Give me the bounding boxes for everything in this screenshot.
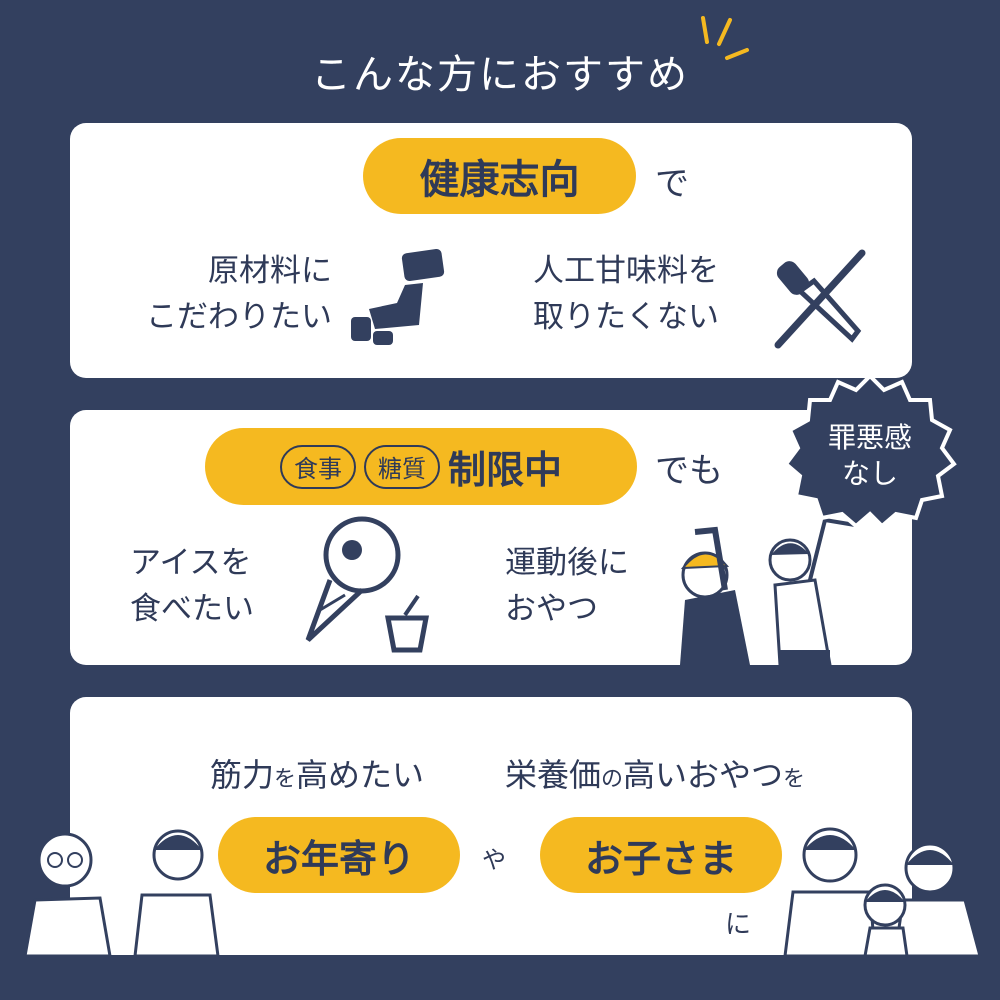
- text: の: [601, 767, 624, 792]
- tag-sugar: 糖質: [363, 444, 440, 489]
- line: おやつ: [505, 591, 598, 627]
- line: 運動後に: [505, 545, 629, 581]
- japan-map-icon: [351, 248, 445, 345]
- card3-suffix: に: [725, 910, 752, 940]
- sparkle-icon: [701, 16, 749, 60]
- line: アイスを: [130, 545, 252, 581]
- diet-suffix: でも: [655, 451, 723, 491]
- sweetener-text: 人工甘味料を 取りたくない: [533, 248, 719, 340]
- icecream-text: アイスを 食べたい: [130, 540, 254, 632]
- elderly-pill: お年寄り: [218, 817, 460, 893]
- health-pill: 健康志向: [363, 138, 636, 214]
- ingredients-text: 原材料に こだわりたい: [100, 248, 332, 340]
- diet-pill: 食事 糖質 制限中: [205, 428, 637, 505]
- no-dropper-icon: [774, 249, 866, 349]
- badge-line: なし: [841, 457, 898, 490]
- line: 原材料に: [208, 253, 332, 289]
- nutrition-text: 栄養価の高いおやつを: [505, 752, 805, 803]
- text: 栄養価: [505, 756, 602, 794]
- text: 高めたい: [296, 756, 425, 794]
- tag-meal: 食事: [279, 444, 356, 489]
- line: 食べたい: [130, 591, 254, 627]
- health-card: 健康志向 で 原材料に こだわりたい 人工甘味料を 取りたくない: [70, 123, 912, 378]
- line: 取りたくない: [533, 299, 719, 335]
- page-title: こんな方におすすめ: [311, 52, 689, 98]
- text: を: [783, 767, 806, 792]
- badge-text: 罪悪感 なし: [782, 420, 958, 492]
- badge-line: 罪悪感: [827, 421, 912, 454]
- restriction-label: 制限中: [447, 448, 562, 492]
- muscle-text: 筋力を高めたい: [210, 752, 424, 803]
- children-pill: お子さま: [540, 817, 782, 893]
- conjunction: や: [482, 846, 506, 874]
- text: 筋力: [210, 756, 275, 794]
- elderly-people-icon: [23, 829, 220, 956]
- text: を: [274, 767, 297, 792]
- health-suffix: で: [655, 164, 689, 204]
- family-people-icon: [783, 827, 982, 956]
- ice-cream-icon: [305, 516, 430, 653]
- badge-starburst: [783, 373, 957, 528]
- exercise-text: 運動後に おやつ: [505, 540, 629, 632]
- stretching-people-icon: [680, 517, 856, 665]
- diet-card: 食事 糖質 制限中 でも アイスを 食べたい 運動後に おやつ: [70, 410, 912, 665]
- line: こだわりたい: [146, 299, 332, 335]
- line: 人工甘味料を: [533, 253, 719, 289]
- text: 高いおやつ: [623, 756, 784, 794]
